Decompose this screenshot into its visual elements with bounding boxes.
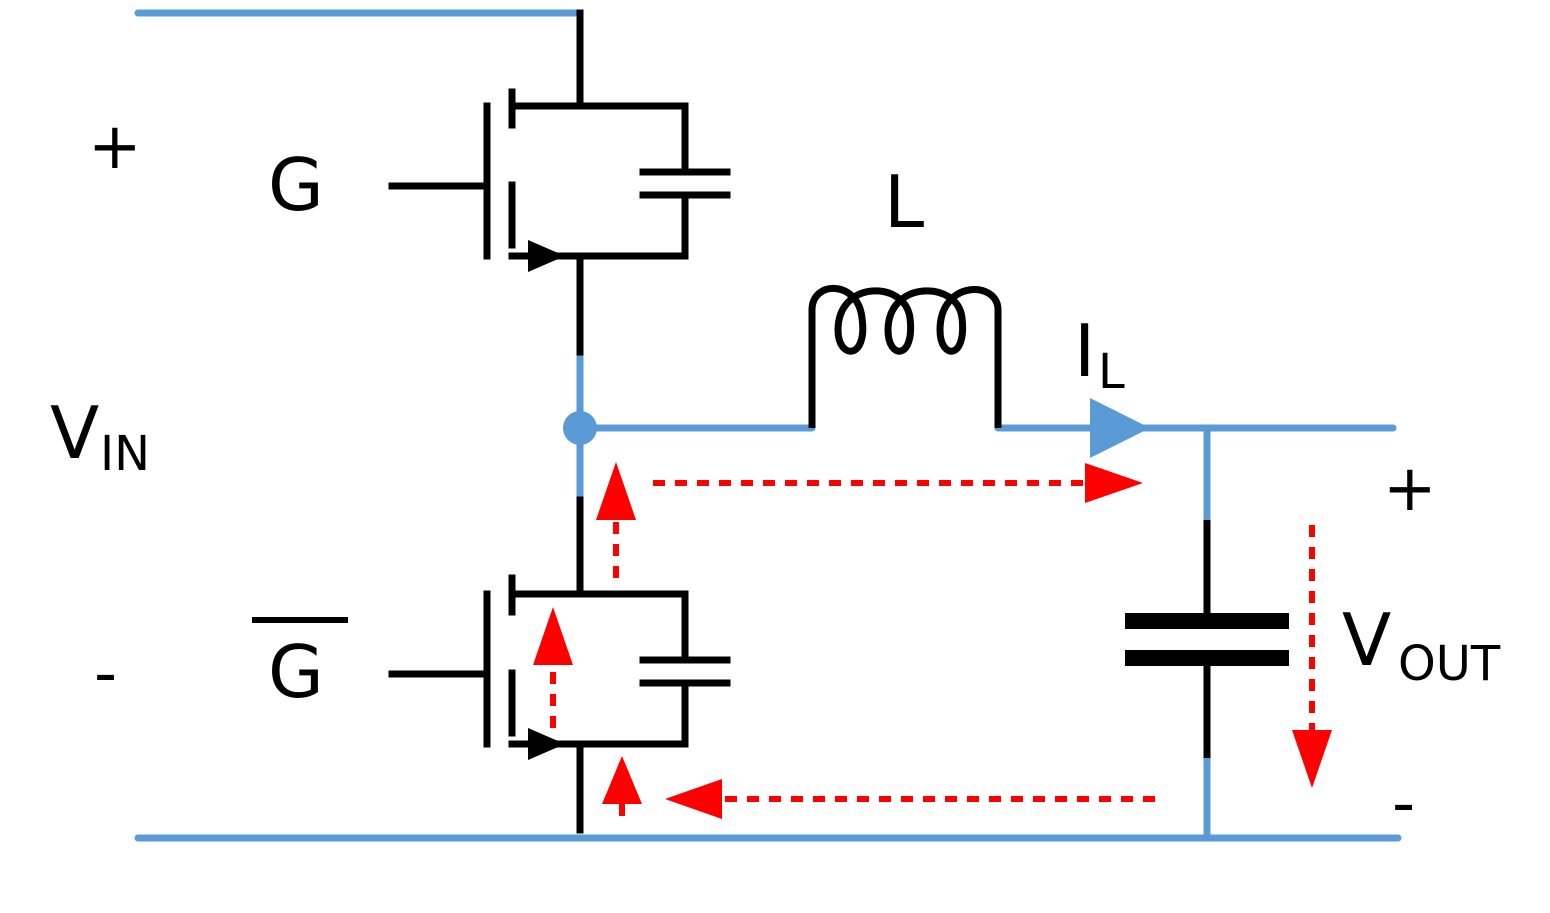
gate-high-label: G (268, 143, 324, 227)
low-side-source-arrow (528, 728, 565, 760)
red-arrow-up-bottom (602, 756, 642, 804)
vout-label: V (1342, 598, 1391, 682)
output-capacitor (1125, 520, 1289, 758)
high-side-mosfet (388, 9, 731, 356)
vout-plus-sign: + (1383, 452, 1437, 526)
red-arrow-down-output (1292, 730, 1332, 788)
red-arrow-right (1085, 463, 1143, 503)
blue-wires (134, 9, 1402, 842)
vin-plus-sign: + (88, 110, 142, 184)
gate-low-label: G (268, 630, 324, 714)
red-arrow-up-high (596, 462, 636, 520)
vout-minus-sign: - (1392, 767, 1415, 841)
red-arrow-up-low (533, 607, 573, 665)
il-current-arrow (1090, 398, 1150, 458)
vin-subscript: IN (100, 426, 150, 482)
vin-label: V (50, 391, 99, 475)
switch-node-dot (563, 411, 597, 445)
il-subscript: L (1098, 344, 1125, 400)
inductor-coil (808, 284, 1002, 428)
high-side-source-arrow (528, 240, 565, 272)
il-label: I (1074, 309, 1095, 393)
inductor-label: L (884, 160, 924, 244)
red-arrow-left (665, 779, 722, 819)
freewheel-current-path (550, 480, 1315, 816)
vin-minus-sign: - (94, 637, 117, 711)
vout-subscript: OUT (1398, 636, 1501, 692)
